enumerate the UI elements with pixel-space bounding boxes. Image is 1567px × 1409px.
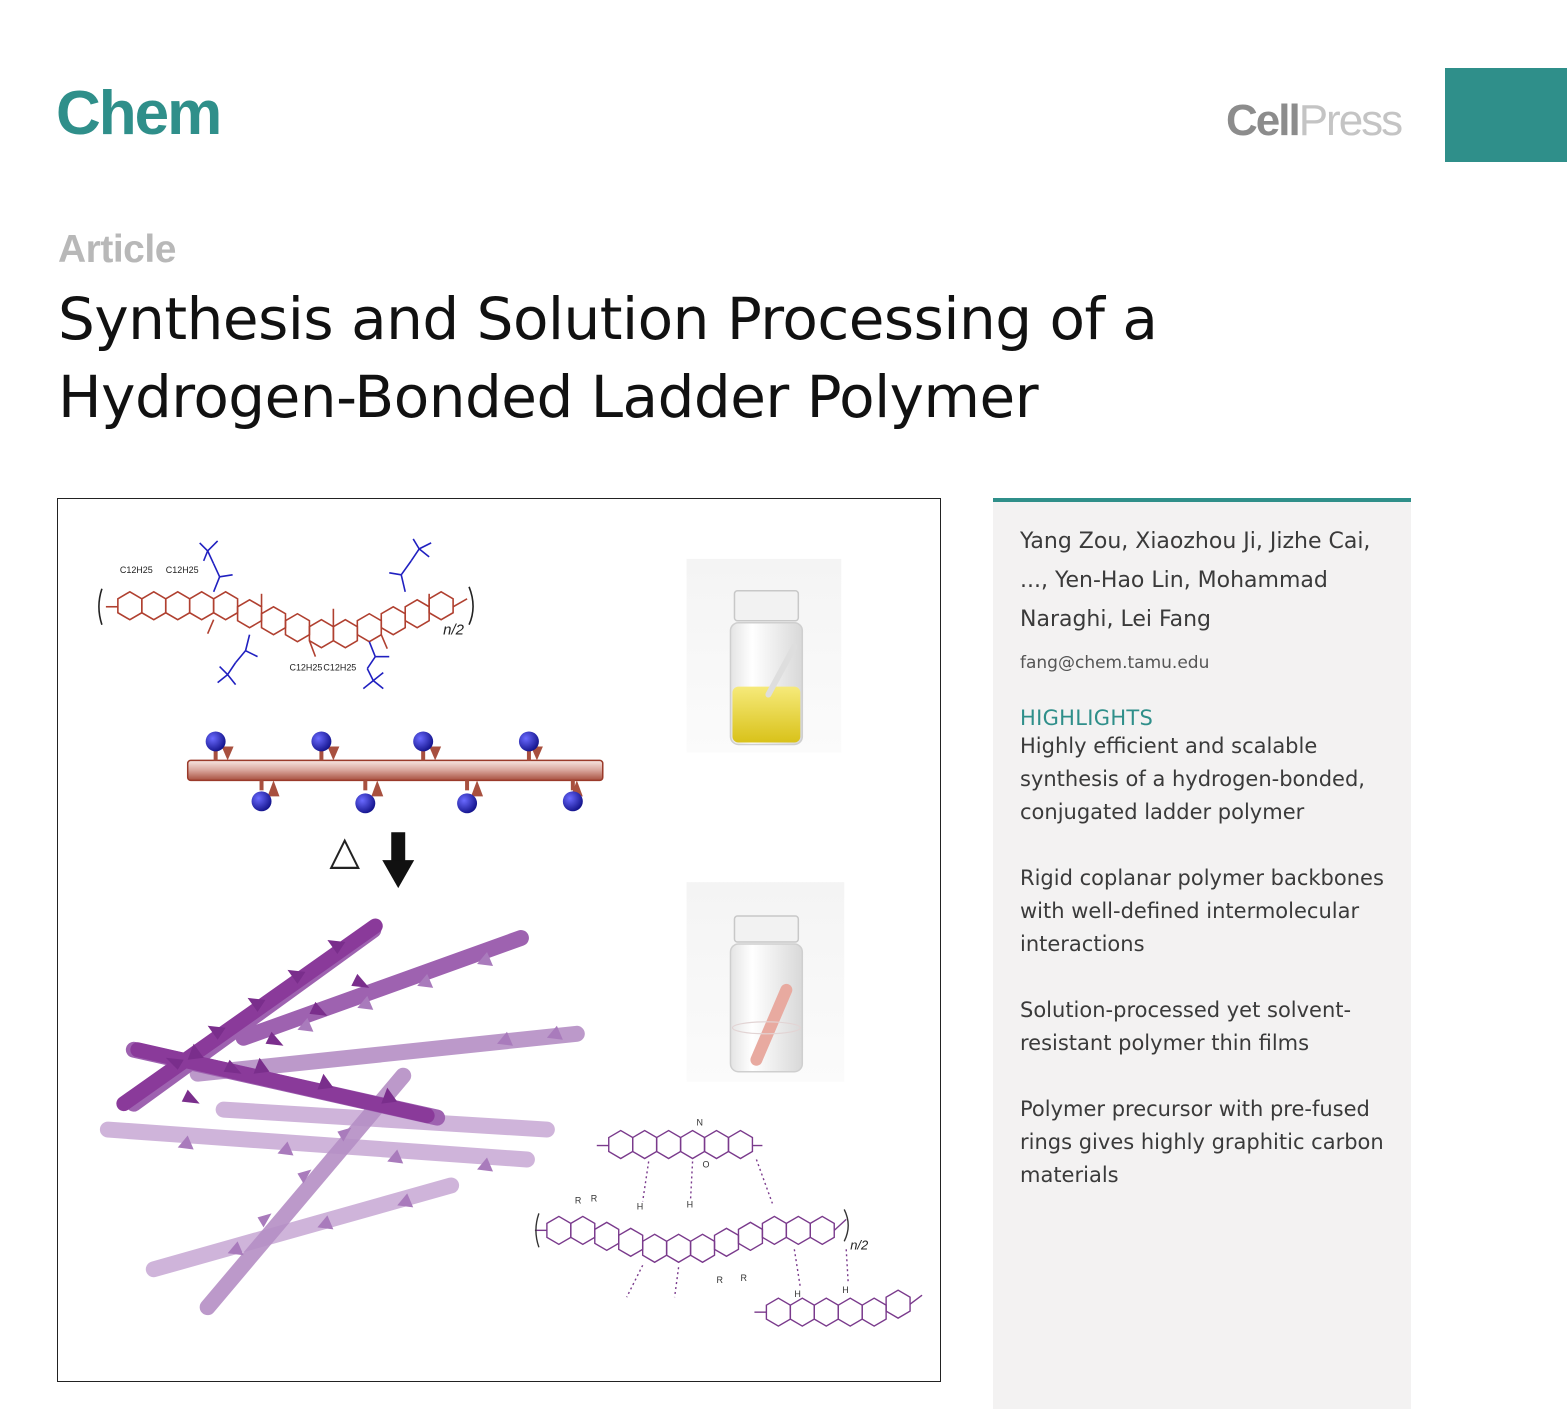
h-label-4: H: [842, 1285, 848, 1295]
n-label-1: N: [697, 1118, 703, 1128]
h-label-3: H: [794, 1289, 800, 1299]
vial-photo-top: [686, 558, 842, 753]
corresponding-email[interactable]: fang@chem.tamu.edu: [1020, 653, 1210, 673]
vial-photo-bottom: [686, 882, 845, 1082]
precursor-cartoon: [186, 731, 604, 814]
title-line-2: Hydrogen-Bonded Ladder Polymer: [58, 363, 1039, 431]
r-label-3: R: [717, 1275, 724, 1285]
highlight-item-2: Rigid coplanar polymer backbones with we…: [1020, 866, 1384, 956]
substituent-label-left: C12H25: [120, 565, 153, 575]
corner-accent-block: [1445, 68, 1567, 162]
down-arrow: [382, 832, 415, 889]
h-label-2: H: [687, 1199, 693, 1209]
ladder-polymer-structure: n/2 R R R R H H H H N O: [534, 1118, 923, 1327]
highlight-item-1: Highly efficient and scalable synthesis …: [1020, 734, 1365, 824]
repeat-unit-label: n/2: [443, 622, 464, 639]
r-label-4: R: [740, 1273, 747, 1283]
graphical-abstract-svg: C12H25 C12H25 C12H25 C12H25 n/2: [98, 538, 923, 1327]
substituent-label-bottom-left: C12H25: [289, 663, 322, 673]
highlight-item-4: Polymer precursor with pre-fused rings g…: [1020, 1097, 1384, 1187]
repeat-unit-label-bottom: n/2: [850, 1237, 869, 1252]
highlights-heading: HIGHLIGHTS: [1020, 706, 1154, 730]
article-title: Synthesis and Solution Processing of a H…: [58, 280, 1308, 436]
publisher-logo[interactable]: CellPress: [1226, 96, 1403, 146]
substituent-label-bottom-right: C12H25: [323, 663, 356, 673]
r-label-2: R: [591, 1193, 598, 1203]
article-info-panel: Yang Zou, Xiaozhou Ji, Jizhe Cai, ..., Y…: [993, 498, 1411, 1409]
precursor-structure: C12H25 C12H25 C12H25 C12H25 n/2: [98, 538, 474, 690]
publisher-logo-part1: Cell: [1226, 96, 1301, 145]
publisher-logo-part2: Press: [1298, 96, 1403, 145]
highlight-item-3: Solution-processed yet solvent-resistant…: [1020, 998, 1352, 1055]
author-list[interactable]: Yang Zou, Xiaozhou Ji, Jizhe Cai, ..., Y…: [1020, 529, 1371, 632]
o-label-1: O: [703, 1159, 710, 1169]
h-label-1: H: [637, 1201, 643, 1211]
journal-logo[interactable]: Chem: [56, 79, 222, 148]
heat-symbol: △: [329, 828, 360, 874]
article-type-label: Article: [58, 228, 176, 271]
substituent-label-right: C12H25: [166, 565, 199, 575]
r-label-1: R: [575, 1195, 582, 1205]
graphical-abstract: C12H25 C12H25 C12H25 C12H25 n/2: [57, 498, 941, 1382]
title-line-1: Synthesis and Solution Processing of a: [58, 285, 1158, 353]
ladder-polymer-cartoon: [99, 918, 585, 1316]
